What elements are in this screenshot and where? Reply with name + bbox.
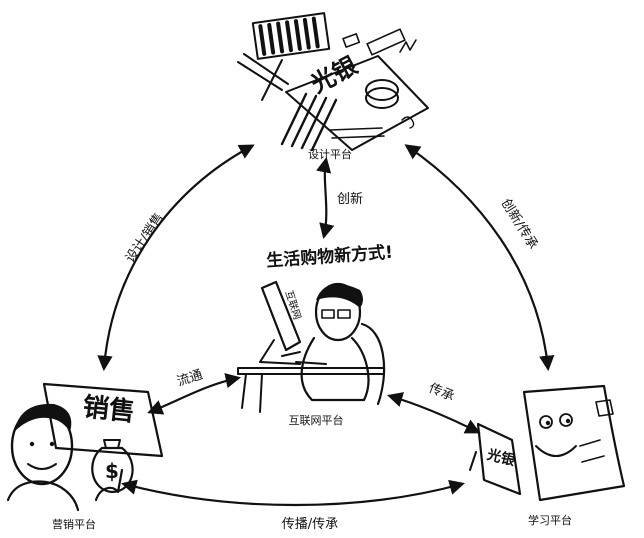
- learning-platform-label: 学习平台: [528, 513, 572, 527]
- arrow-design-marketing: [97, 144, 255, 372]
- edge-label-design-internet: 创新: [337, 191, 363, 207]
- learning-platform-illustration: 光银: [469, 384, 626, 502]
- arrow-design-learning: [404, 144, 555, 372]
- internet-platform-illustration: 生活购物新方式! 互联网: [237, 242, 394, 413]
- marketing-platform-illustration: 销售 $: [6, 382, 164, 512]
- design-platform-label: 设计平台: [308, 147, 352, 161]
- internet-speech-text: 生活购物新方式!: [266, 242, 394, 272]
- internet-platform-label: 互联网平台: [289, 413, 344, 427]
- design-paper-text: 光银: [306, 51, 363, 99]
- learning-book-text: 光银: [484, 446, 517, 470]
- edge-label-design-marketing: 设计/销售: [122, 210, 167, 266]
- marketing-platform-label: 营销平台: [52, 517, 96, 531]
- edge-label-marketing-learning: 传播/传承: [282, 517, 338, 532]
- arrow-internet-learning: [387, 392, 481, 434]
- edge-label-internet-learning: 传承: [426, 381, 456, 405]
- arrow-marketing-learning: [121, 479, 465, 507]
- edge-label-internet-marketing: 流通: [175, 368, 204, 390]
- arrow-internet-marketing: [147, 373, 242, 415]
- marketing-sign-text: 销售: [81, 391, 136, 427]
- dollar-sign-icon: $: [105, 459, 119, 483]
- design-platform-illustration: 光银: [237, 12, 429, 152]
- arrow-design-internet: [316, 156, 335, 240]
